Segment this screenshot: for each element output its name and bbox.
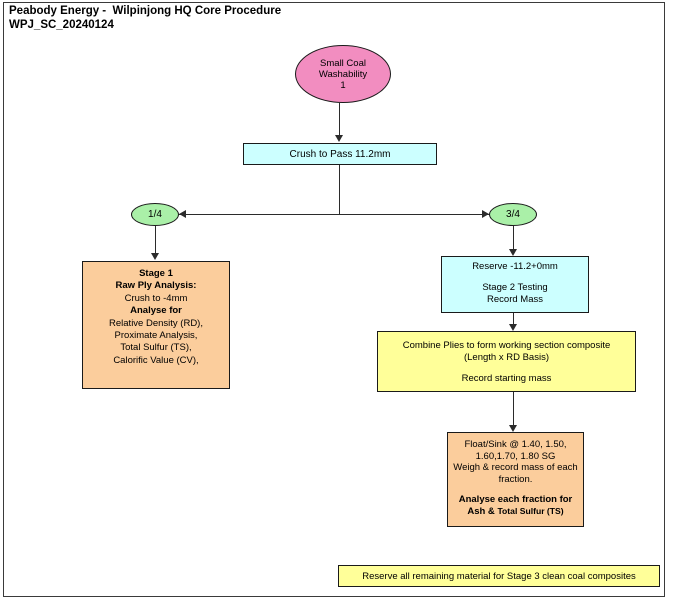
floatsink-line-4: fraction.: [498, 473, 533, 485]
combine-line-2: (Length x RD Basis): [463, 352, 549, 363]
node-split-three-quarters[interactable]: 3/4: [489, 203, 537, 226]
arrowhead-reserve: [509, 249, 517, 256]
small-coal-line-1: Small Coal: [320, 57, 366, 69]
floatsink-line-2: 1.60,1.70, 1.80 SG: [475, 450, 556, 462]
arrowhead-floatsink: [509, 425, 517, 432]
stage1-line-6: Proximate Analysis,: [114, 330, 198, 342]
bottom-banner-label: Reserve all remaining material for Stage…: [362, 570, 636, 582]
stage1-line-3: Crush to -4mm: [124, 292, 188, 304]
arrowhead-crush: [335, 135, 343, 142]
floatsink-line-1: Float/Sink @ 1.40, 1.50,: [464, 439, 567, 450]
node-reserve-stage-2-testing[interactable]: Reserve -11.2+0mm Stage 2 Testing Record…: [441, 256, 589, 313]
small-coal-line-2: Washability: [318, 68, 368, 80]
combine-line-3: Record starting mass: [461, 373, 552, 384]
split-three-quarter-label: 3/4: [506, 209, 520, 220]
reserve-line-1: Reserve -11.2+0mm: [472, 261, 558, 272]
node-split-one-quarter[interactable]: 1/4: [131, 203, 179, 226]
connector-threequarter-to-reserve: [513, 226, 514, 249]
arrowhead-quarter: [179, 210, 186, 218]
connector-reserve-to-combine: [513, 313, 514, 324]
floatsink-spacer: [448, 485, 583, 494]
floatsink-line-5: Analyse each fraction for: [458, 494, 573, 506]
stage1-line-2: Raw Ply Analysis:: [115, 280, 197, 292]
node-small-coal-washability[interactable]: Small Coal Washability 1: [295, 45, 391, 103]
arrowhead-stage1: [151, 253, 159, 260]
floatsink-line-6-sulfur: Total Sulfur (TS): [497, 505, 564, 516]
crush-label: Crush to Pass 11.2mm: [289, 148, 391, 160]
floatsink-line-3: Weigh & record mass of each: [453, 462, 578, 474]
reserve-spacer: [442, 273, 588, 282]
node-crush-to-pass[interactable]: Crush to Pass 11.2mm: [243, 143, 437, 165]
floatsink-line-6-ash: Ash &: [467, 505, 498, 517]
connector-smallcoal-to-crush: [339, 103, 340, 135]
connector-combine-to-floatsink: [513, 392, 514, 425]
diagram-frame-border: [3, 2, 665, 597]
page-title: Peabody Energy - Wilpinjong HQ Core Proc…: [9, 4, 281, 32]
stage1-line-7: Total Sulfur (TS),: [120, 342, 192, 354]
split-quarter-label: 1/4: [148, 209, 162, 220]
node-float-sink-analysis[interactable]: Float/Sink @ 1.40, 1.50, 1.60,1.70, 1.80…: [447, 432, 584, 527]
combine-line-1: Combine Plies to form working section co…: [402, 340, 611, 351]
title-line-1: Peabody Energy - Wilpinjong HQ Core Proc…: [9, 5, 282, 17]
stage1-line-1: Stage 1: [139, 268, 173, 279]
reserve-line-2: Stage 2 Testing: [482, 282, 548, 293]
connector-split-bus: [155, 214, 521, 215]
stage1-line-4: Analyse for: [130, 305, 182, 317]
node-stage-1-raw-ply-analysis[interactable]: Stage 1 Raw Ply Analysis: Crush to -4mm …: [82, 261, 230, 389]
arrowhead-threequarter: [482, 210, 489, 218]
node-reserve-stage-3-banner[interactable]: Reserve all remaining material for Stage…: [338, 565, 660, 587]
title-line-2: WPJ_SC_20240124: [9, 19, 114, 31]
floatsink-line-6: Ash & Total Sulfur (TS): [448, 506, 583, 518]
stage1-line-8: Calorific Value (CV),: [113, 354, 199, 366]
arrowhead-combine: [509, 324, 517, 331]
connector-quarter-to-stage1: [155, 226, 156, 253]
stage1-line-5: Relative Density (RD),: [109, 317, 203, 329]
reserve-line-3: Record Mass: [487, 294, 543, 305]
small-coal-line-3: 1: [340, 79, 346, 91]
combine-spacer: [378, 364, 635, 373]
node-combine-plies-composite[interactable]: Combine Plies to form working section co…: [377, 331, 636, 392]
connector-crush-to-split: [339, 165, 340, 214]
